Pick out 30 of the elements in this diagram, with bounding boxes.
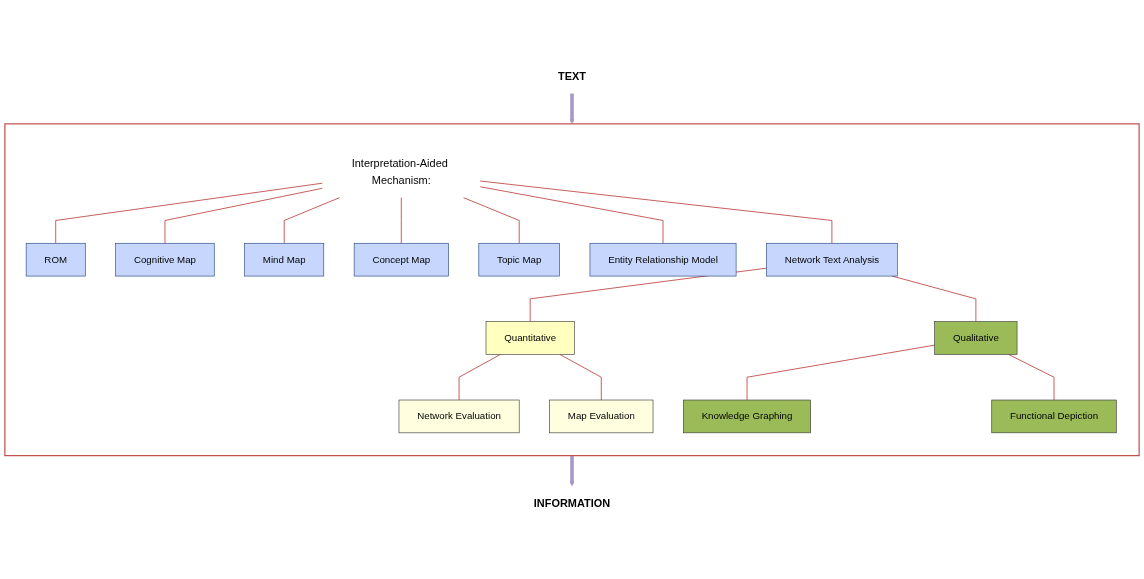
node-box: Concept Map xyxy=(353,242,449,277)
node-box: Mind Map xyxy=(244,242,325,277)
node-box: Quantitative xyxy=(485,321,575,355)
node-text: TEXT xyxy=(558,69,586,82)
node-box: Topic Map xyxy=(478,242,560,277)
connector xyxy=(283,197,340,244)
connector xyxy=(479,180,833,244)
node-text: Interpretation-Aided Mechanism: xyxy=(351,157,448,186)
node-text: INFORMATION xyxy=(533,496,611,509)
connector xyxy=(479,186,664,244)
connector xyxy=(746,344,936,401)
connector xyxy=(559,353,602,401)
connector xyxy=(1008,353,1055,401)
arrow xyxy=(569,93,575,124)
node-box: Functional Depiction xyxy=(991,399,1117,433)
node-box: Network Evaluation xyxy=(398,399,520,433)
node-box: Map Evaluation xyxy=(549,399,654,433)
node-box: Network Text Analysis xyxy=(766,242,898,277)
connector xyxy=(400,197,402,244)
node-box: Qualitative xyxy=(934,321,1018,355)
node-box: ROM xyxy=(25,242,86,277)
node-box: Entity Relationship Model xyxy=(589,242,737,277)
node-box: Knowledge Graphing xyxy=(683,399,811,433)
arrow xyxy=(569,455,575,486)
connector xyxy=(164,187,323,244)
node-box: Cognitive Map xyxy=(115,242,215,277)
connector xyxy=(458,353,501,401)
cluster xyxy=(4,123,1140,456)
connector xyxy=(55,182,323,244)
connector xyxy=(463,197,520,244)
